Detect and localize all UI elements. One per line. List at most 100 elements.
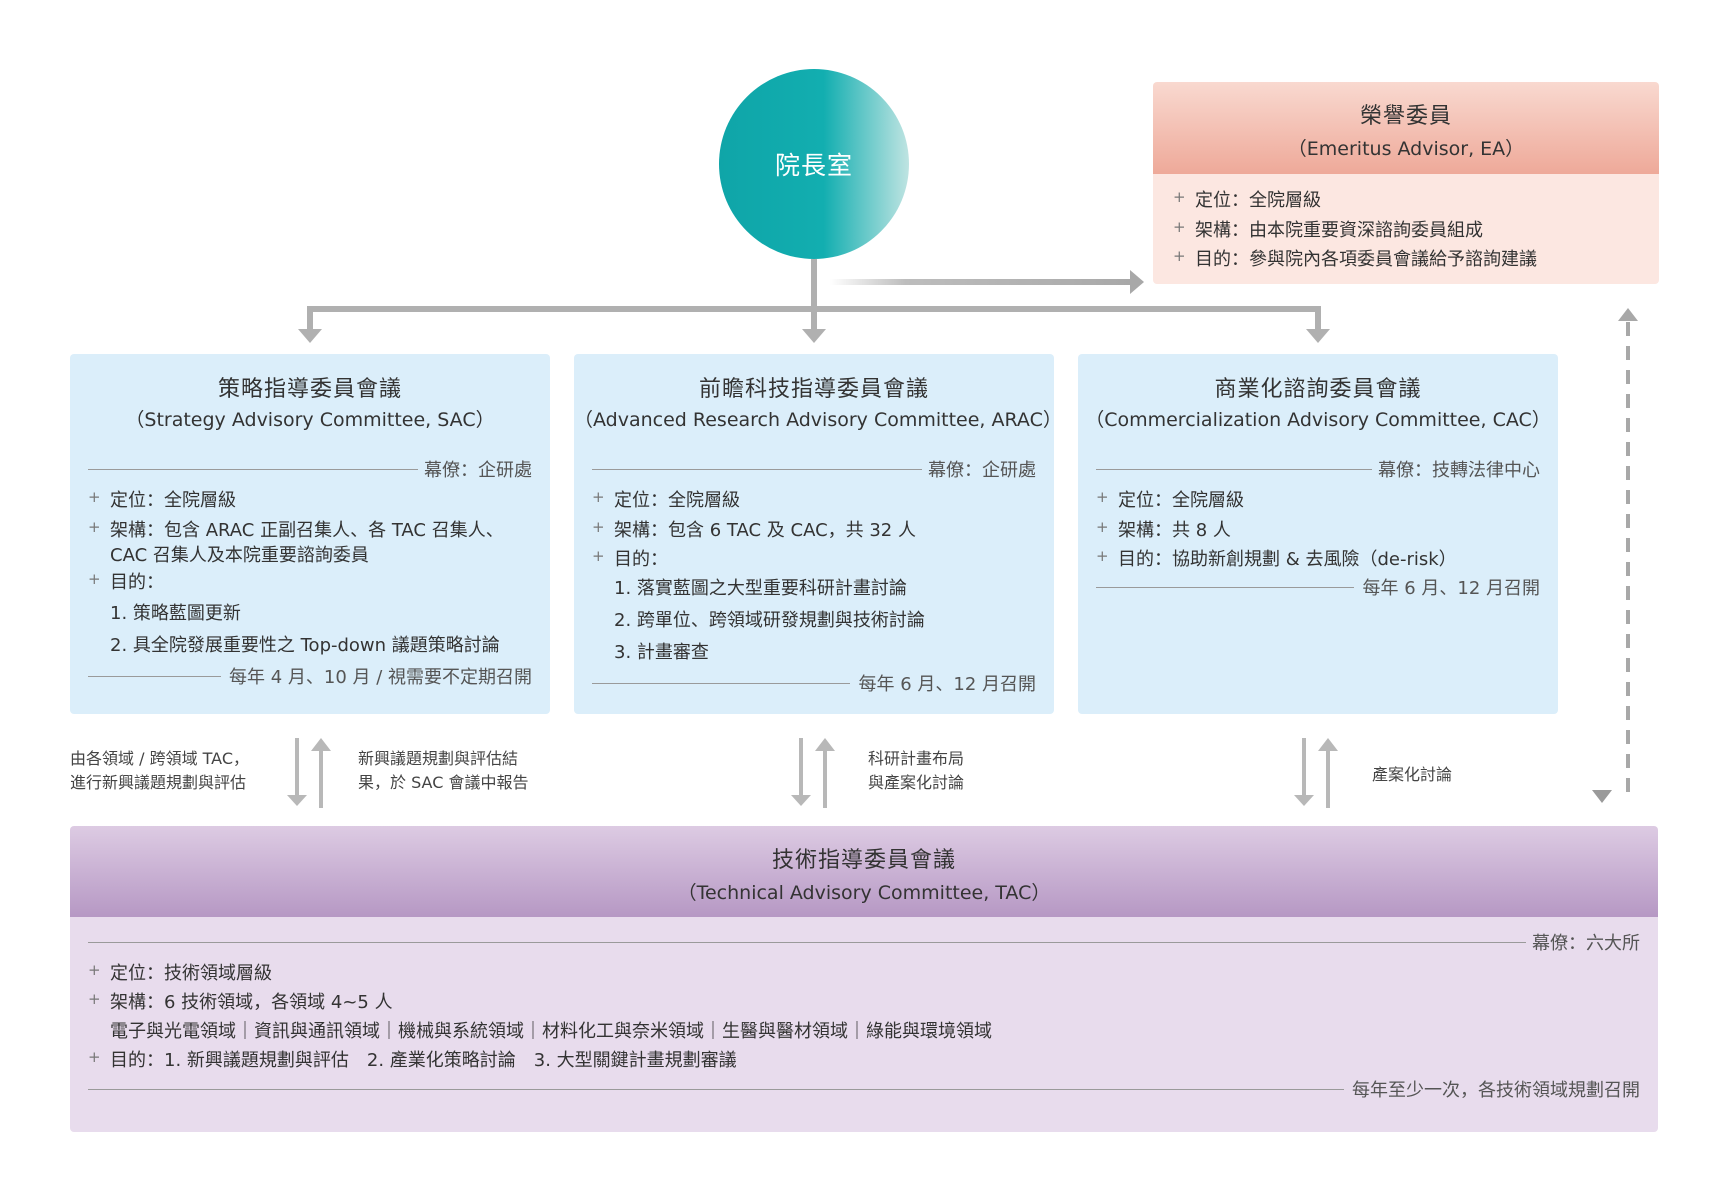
sac-box: 策略指導委員會議 （Strategy Advisory Committee, S… bbox=[70, 354, 550, 714]
sac-down-stem bbox=[295, 738, 299, 798]
plus-icon: + bbox=[88, 990, 101, 1008]
sac-subtitle: （Strategy Advisory Committee, SAC） bbox=[125, 409, 495, 431]
arac-box: 前瞻科技指導委員會議 （Advanced Research Advisory C… bbox=[574, 354, 1062, 714]
sac-left-note: 由各領域 / 跨領域 TAC， 進行新興議題規劃與評估 bbox=[70, 747, 249, 795]
plus-icon: + bbox=[592, 488, 605, 506]
tac-schedule-text: 每年至少一次，各技術領域規劃召開 bbox=[1352, 1080, 1640, 1101]
divider-line bbox=[88, 675, 221, 677]
president-office-label: 院長室 bbox=[774, 151, 853, 180]
sac-left-note-line: 進行新興議題規劃與評估 bbox=[70, 773, 247, 792]
cac-schedule: 每年 6 月、12 月召開 bbox=[1096, 574, 1540, 600]
down-stem-arac bbox=[811, 306, 817, 332]
down-stem-cac bbox=[1315, 306, 1321, 332]
cac-position: 定位：全院層級 bbox=[1118, 490, 1244, 511]
arac-note-line: 與產案化討論 bbox=[868, 773, 965, 792]
sac-staff-text: 幕僚：企研處 bbox=[424, 460, 532, 481]
cac-staff-text: 幕僚：技轉法律中心 bbox=[1378, 460, 1540, 481]
plus-icon: + bbox=[88, 1048, 101, 1066]
emeritus-item: 目的：參與院內各項委員會議給予諮詢建議 bbox=[1195, 249, 1537, 270]
tac-staff-text: 幕僚：六大所 bbox=[1532, 933, 1640, 954]
sac-right-note-line: 新興議題規劃與評估結 bbox=[358, 749, 519, 768]
sac-down-head bbox=[287, 795, 307, 806]
arac-note: 科研計畫布局 與產案化討論 bbox=[868, 747, 964, 795]
divider-line bbox=[88, 1088, 1344, 1090]
sac-up-stem bbox=[319, 748, 323, 808]
sac-schedule-text: 每年 4 月、10 月 / 視需要不定期召開 bbox=[228, 667, 532, 688]
arac-down-stem bbox=[799, 738, 803, 798]
cac-structure: 架構：共 8 人 bbox=[1118, 520, 1231, 541]
tac-subtitle: （Technical Advisory Committee, TAC） bbox=[677, 882, 1051, 904]
plus-icon: + bbox=[592, 518, 605, 536]
plus-icon: + bbox=[88, 518, 101, 536]
sac-position: 定位：全院層級 bbox=[110, 490, 236, 511]
president-office-node: 院長室 bbox=[719, 69, 909, 259]
sac-right-note-line: 果，於 SAC 會議中報告 bbox=[358, 773, 529, 792]
cac-title: 商業化諮詢委員會議 bbox=[1214, 377, 1422, 402]
cac-note: 產案化討論 bbox=[1372, 765, 1453, 784]
down-arrowhead-cac bbox=[1306, 329, 1330, 343]
trunk-line bbox=[811, 259, 817, 336]
arac-position: 定位：全院層級 bbox=[614, 490, 740, 511]
ea-dashed-down-head bbox=[1592, 790, 1612, 803]
emeritus-item: 定位：全院層級 bbox=[1195, 190, 1321, 211]
emeritus-header: 榮譽委員 （Emeritus Advisor, EA） bbox=[1153, 82, 1659, 174]
arac-subtitle: （Advanced Research Advisory Committee, A… bbox=[574, 409, 1062, 431]
divider-line bbox=[88, 468, 418, 470]
plus-icon: + bbox=[1096, 518, 1109, 536]
plus-icon: + bbox=[88, 570, 101, 588]
cac-box: 商業化諮詢委員會議 （Commercialization Advisory Co… bbox=[1078, 354, 1558, 714]
sac-structure-cont: CAC 召集人及本院重要諮詢委員 bbox=[110, 545, 369, 566]
plus-icon: + bbox=[1096, 488, 1109, 506]
cac-subtitle: （Commercialization Advisory Committee, C… bbox=[1085, 409, 1551, 431]
sac-purpose-item: 1. 策略藍圖更新 bbox=[110, 603, 241, 624]
arac-title: 前瞻科技指導委員會議 bbox=[698, 377, 929, 402]
arac-down-head bbox=[791, 795, 811, 806]
sac-right-note: 新興議題規劃與評估結 果，於 SAC 會議中報告 bbox=[358, 747, 528, 795]
sac-schedule: 每年 4 月、10 月 / 視需要不定期召開 bbox=[88, 663, 532, 689]
tac-title: 技術指導委員會議 bbox=[771, 848, 956, 873]
arac-purpose-item: 3. 計畫審查 bbox=[614, 642, 709, 663]
down-stem-sac bbox=[307, 306, 313, 332]
arac-staff: 幕僚：企研處 bbox=[592, 456, 1036, 482]
emeritus-item: 架構：由本院重要資深諮詢委員組成 bbox=[1195, 220, 1483, 241]
arac-staff-text: 幕僚：企研處 bbox=[928, 460, 1036, 481]
divider-line bbox=[1096, 468, 1372, 470]
sac-structure: 架構：包含 ARAC 正副召集人、各 TAC 召集人、 bbox=[110, 520, 504, 541]
emeritus-title: 榮譽委員 bbox=[1359, 104, 1452, 129]
sac-staff: 幕僚：企研處 bbox=[88, 456, 532, 482]
arac-schedule: 每年 6 月、12 月召開 bbox=[592, 670, 1036, 696]
sac-up-head bbox=[311, 738, 331, 751]
ea-arrow-line bbox=[830, 279, 1132, 285]
cac-up-stem bbox=[1326, 748, 1330, 808]
arac-up-stem bbox=[823, 748, 827, 808]
tac-structure: 架構：6 技術領域，各領域 4~5 人 bbox=[110, 992, 393, 1013]
emeritus-subtitle: （Emeritus Advisor, EA） bbox=[1287, 138, 1525, 160]
tac-staff: 幕僚：六大所 bbox=[88, 929, 1640, 955]
cac-down-stem bbox=[1302, 738, 1306, 798]
sac-purpose: 目的： bbox=[110, 572, 164, 593]
plus-icon: + bbox=[1173, 218, 1186, 236]
sac-purpose-item: 2. 具全院發展重要性之 Top-down 議題策略討論 bbox=[110, 635, 500, 656]
cac-up-head bbox=[1318, 738, 1338, 751]
sac-left-note-line: 由各領域 / 跨領域 TAC， bbox=[70, 749, 250, 768]
tac-header: 技術指導委員會議 （Technical Advisory Committee, … bbox=[70, 826, 1658, 917]
arac-purpose-item: 2. 跨單位、跨領域研發規劃與技術討論 bbox=[614, 610, 925, 631]
arac-purpose: 目的： bbox=[614, 549, 668, 570]
cac-staff: 幕僚：技轉法律中心 bbox=[1096, 456, 1540, 482]
cac-down-head bbox=[1294, 795, 1314, 806]
arac-structure: 架構：包含 6 TAC 及 CAC，共 32 人 bbox=[614, 520, 916, 541]
ea-arrowhead bbox=[1130, 270, 1144, 294]
cac-schedule-text: 每年 6 月、12 月召開 bbox=[1362, 578, 1540, 599]
divider-line bbox=[592, 682, 851, 684]
plus-icon: + bbox=[88, 961, 101, 979]
emeritus-body: + 定位：全院層級 + 架構：由本院重要資深諮詢委員組成 + 目的：參與院內各項… bbox=[1153, 174, 1659, 284]
down-arrowhead-arac bbox=[802, 329, 826, 343]
arac-note-line: 科研計畫布局 bbox=[868, 749, 965, 768]
plus-icon: + bbox=[1173, 247, 1186, 265]
divider-line bbox=[592, 468, 922, 470]
plus-icon: + bbox=[1096, 547, 1109, 565]
tac-body: 幕僚：六大所 + 定位：技術領域層級 + 架構：6 技術領域，各領域 4~5 人… bbox=[70, 917, 1658, 1132]
plus-icon: + bbox=[88, 488, 101, 506]
tac-fields: 電子與光電領域｜資訊與通訊領域｜機械與系統領域｜材料化工與奈米領域｜生醫與醫材領… bbox=[110, 1021, 992, 1042]
